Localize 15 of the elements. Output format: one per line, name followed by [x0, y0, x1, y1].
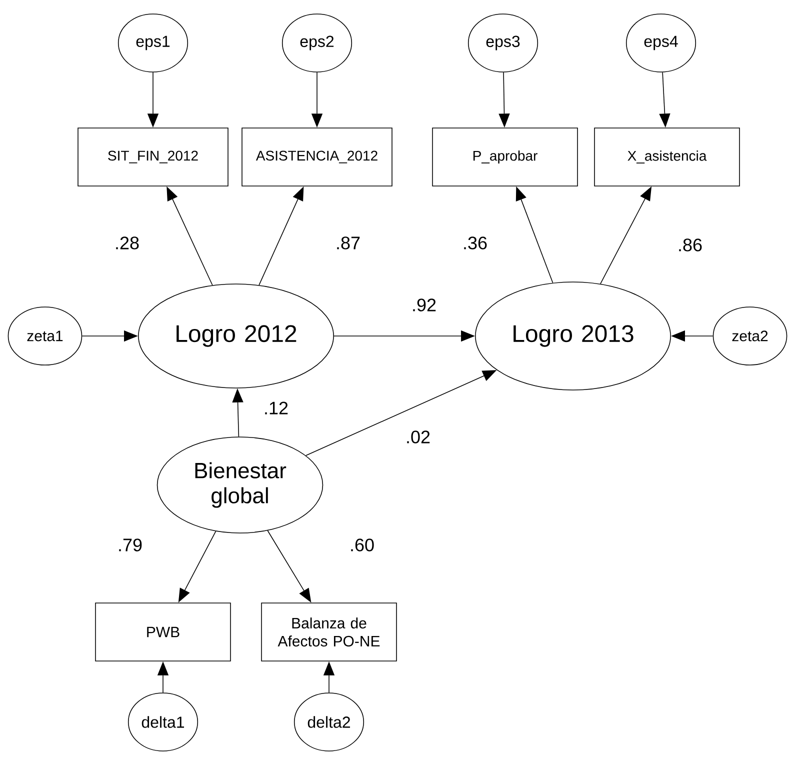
- variable-box: PWB: [95, 602, 231, 662]
- path-coefficient: .12: [262, 400, 290, 416]
- path-coefficient: .60: [348, 538, 376, 552]
- path-coefficient: .28: [114, 236, 141, 250]
- path-coefficient: .79: [116, 538, 144, 552]
- variable-box: ASISTENCIA_2012: [242, 128, 392, 186]
- variable-box: Balanza de Afectos PO-NE: [261, 602, 397, 662]
- path-coefficient: .92: [410, 298, 438, 312]
- variable-box: P_aprobar: [432, 128, 578, 186]
- variable-box: X_asistencia: [594, 128, 740, 186]
- path-coefficient: .36: [462, 236, 489, 250]
- variable-box: SIT_FIN_2012: [78, 128, 228, 186]
- path-coefficient: .86: [676, 238, 704, 252]
- path-coefficient: .87: [334, 236, 362, 250]
- path-coefficient: .02: [404, 430, 432, 444]
